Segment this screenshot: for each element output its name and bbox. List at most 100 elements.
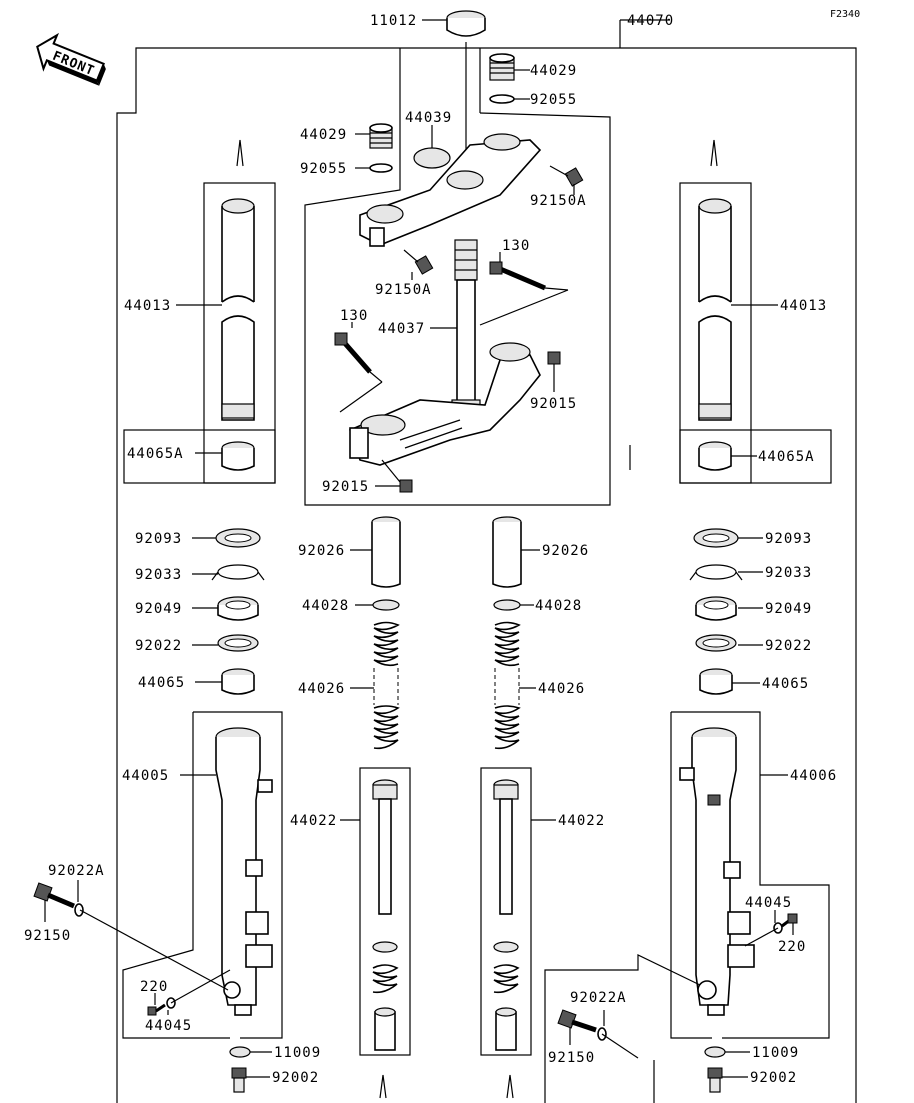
label-44065-right: 44065 [762,676,809,692]
label-44029-right: 44029 [530,63,577,79]
label-44028-left: 44028 [302,598,349,614]
label-44022-right: 44022 [558,813,605,829]
label-92093-right: 92093 [765,531,812,547]
outer-tube-left-box [193,711,283,1039]
label-92026-left: 92026 [298,543,345,559]
retaining-clip-left-part [211,564,265,581]
label-44039: 44039 [405,110,452,126]
label-92015-right: 92015 [530,396,577,412]
axle-bolt-right-box [544,954,701,1103]
drain-bolt-left-part [231,1067,247,1093]
damper-rod-right-part [493,779,520,1051]
front-arrow-icon: FRONT [36,32,106,86]
arrow-up-right-icon [710,139,718,167]
bushing-44065-right-part [699,668,733,695]
label-92002-right: 92002 [750,1070,797,1086]
retaining-clip-right-part [689,564,743,581]
inner-tube-right-part [698,198,732,421]
label-92150A-left: 92150A [375,282,432,298]
damper-rod-left-part [372,779,399,1051]
oil-seal-right-part [695,596,737,621]
label-44028-right: 44028 [535,598,582,614]
bushing-44065-left-part [221,668,255,695]
label-92055-left: 92055 [300,161,347,177]
label-220-right: 220 [778,939,806,955]
label-130-right: 130 [502,238,530,254]
label-92033-left: 92033 [135,567,182,583]
label-130-left: 130 [340,308,368,324]
top-cap-part [446,10,486,37]
label-44045-right: 44045 [745,895,792,911]
axle-clamp-bolt-left-part [33,882,84,917]
spacer-92026-right-part [492,516,522,588]
spacer-92026-left-part [371,516,401,588]
arrow-down-right-icon [506,1074,514,1099]
label-92150A-right: 92150A [530,193,587,209]
label-44045-left: 44045 [145,1018,192,1034]
arrow-up-left-icon [236,139,244,167]
label-11009-right: 11009 [752,1045,799,1061]
label-92022A-left: 92022A [48,863,105,879]
washer-11009-right-part [704,1046,726,1058]
label-92022A-right: 92022A [570,990,627,1006]
plug-bolt-left-part [369,123,393,149]
steering-stem-part [451,239,481,421]
label-44026-left: 44026 [298,681,345,697]
clamp-bolt-left-part [403,249,434,275]
arrow-down-left-icon [379,1074,387,1099]
oil-seal-left-part [217,596,259,621]
label-11012: 11012 [370,13,417,29]
washer-92022-left-part [217,634,259,652]
label-44065A-left: 44065A [127,446,184,462]
bushing-44065A-left-part [221,441,255,471]
assembly-frame [116,47,857,1103]
label-92022-left: 92022 [135,638,182,654]
outer-tube-right-part [679,727,755,1016]
o-ring-left-part [369,163,393,173]
fork-spring-left-part [373,621,400,750]
label-44013-right: 44013 [780,298,827,314]
figure-code: F2340 [830,9,860,20]
washer-92022-right-part [695,634,737,652]
washer-11009-left-part [229,1046,251,1058]
label-92033-right: 92033 [765,565,812,581]
o-ring-right-part [489,94,515,104]
bleed-screw-left-part [147,997,176,1016]
label-44026-right: 44026 [538,681,585,697]
damper-rod-left-box [359,767,411,1056]
pinch-bolt-lower-part [334,332,372,374]
outer-tube-right-box [671,711,830,1039]
dust-seal-left-part [215,528,261,548]
pinch-bolt-upper-part [489,261,546,291]
label-92002-left: 92002 [272,1070,319,1086]
label-92093-left: 92093 [135,531,182,547]
label-44037: 44037 [378,321,425,337]
label-44022-left: 44022 [290,813,337,829]
label-92015-left: 92015 [322,479,369,495]
fork-spring-right-part [494,621,521,750]
label-92049-right: 92049 [765,601,812,617]
label-44005: 44005 [122,768,169,784]
damper-rod-right-box [480,767,532,1056]
washer-44028-right-part [493,599,521,611]
label-92022-right: 92022 [765,638,812,654]
label-44070: 44070 [627,13,674,29]
drain-bolt-right-part [707,1067,723,1093]
label-44013-left: 44013 [124,298,171,314]
label-92049-left: 92049 [135,601,182,617]
label-92150-left: 92150 [24,928,71,944]
label-220-left: 220 [140,979,168,995]
label-44065-left: 44065 [138,675,185,691]
washer-44028-left-part [372,599,400,611]
label-92026-right: 92026 [542,543,589,559]
steering-stem-box [304,48,611,506]
dust-seal-right-part [693,528,739,548]
bushing-44065A-right-part [698,441,732,471]
lower-triple-clamp-part [349,342,631,470]
label-11009-left: 11009 [274,1045,321,1061]
label-44006: 44006 [790,768,837,784]
axle-clamp-bolt-right-part [557,1009,607,1041]
nut-92015-right-part [547,351,561,365]
inner-tube-left-part [221,198,255,421]
